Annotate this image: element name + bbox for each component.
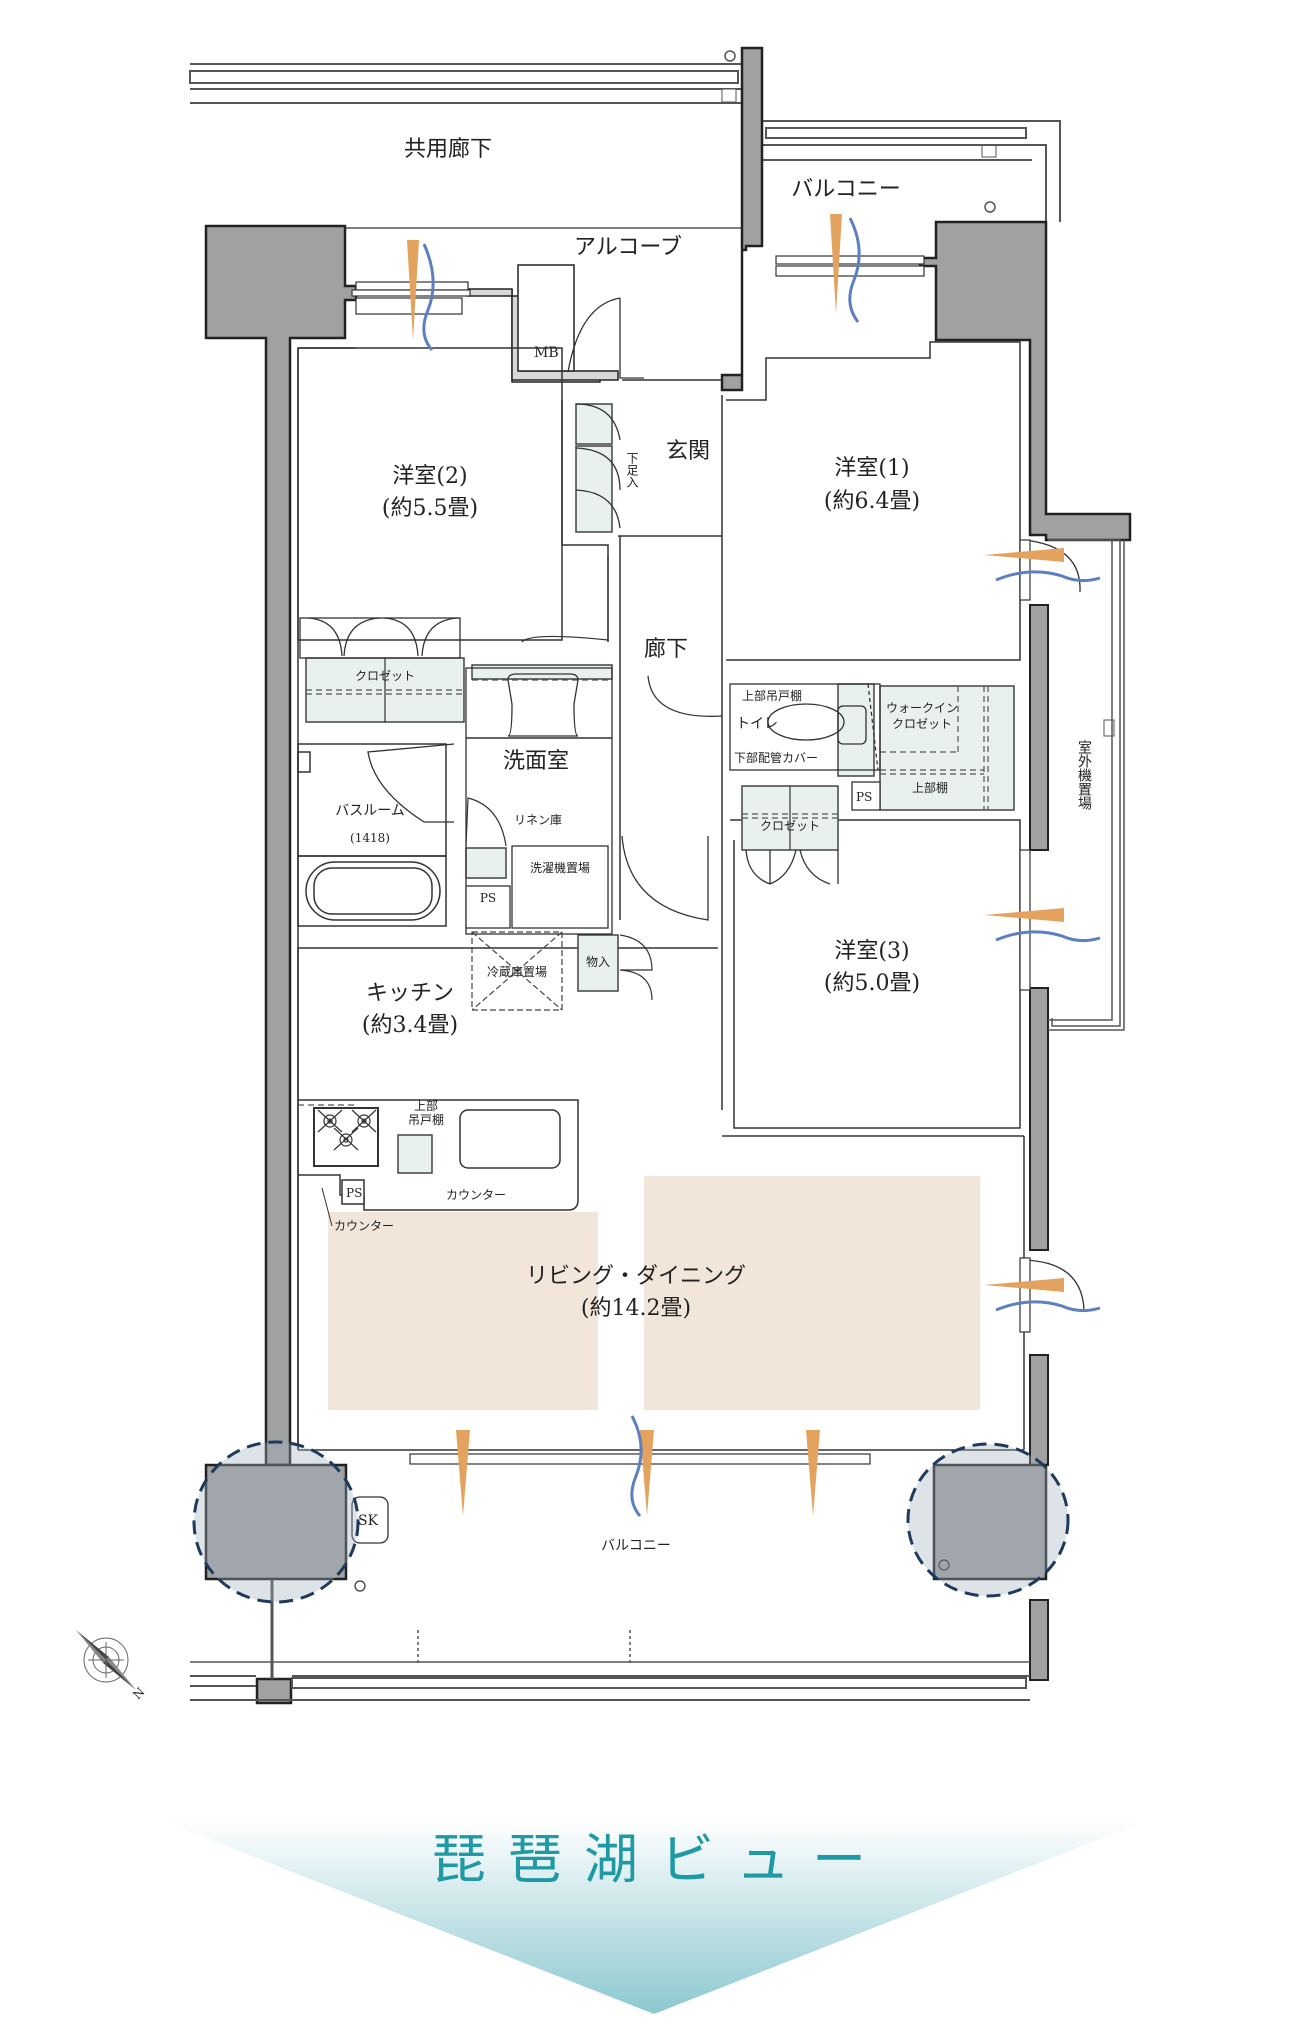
south-balcony-label: バルコニー xyxy=(601,1538,671,1554)
alcove-label: アルコーブ xyxy=(574,235,682,260)
ps-washroom xyxy=(465,885,511,929)
fridge-label: 冷蔵庫置場 xyxy=(487,965,547,979)
door-swings xyxy=(521,297,1085,1311)
toilet-label: トイレ xyxy=(736,716,778,732)
washer-area xyxy=(511,845,609,929)
room-size-bedroom1: (約6.4畳) xyxy=(824,489,920,514)
sk-label: SK xyxy=(358,1513,379,1529)
shoe-box-upper xyxy=(575,403,613,445)
room-size-bedroom3: (約5.0畳) xyxy=(824,971,920,996)
linen-cabinet xyxy=(465,847,507,879)
north-balcony-railing xyxy=(762,120,1061,222)
counter-leader-label: カウンター xyxy=(334,1219,394,1233)
storage-small-label: 物入 xyxy=(586,955,610,969)
washer-label: 洗濯機置場 xyxy=(530,860,590,875)
stove-burners-icon xyxy=(317,1109,377,1151)
toilet-upper-cabinet-label: 上部吊戸棚 xyxy=(742,688,802,703)
hallway-label: 廊下 xyxy=(644,637,688,662)
kitchen-upper-cabinet xyxy=(397,1134,433,1174)
storage-door-swing xyxy=(619,934,653,1001)
walk-in-closet xyxy=(879,685,1015,811)
room-name-kitchen: キッチン xyxy=(366,981,454,1006)
closet-bedroom2-label: クロゼット xyxy=(355,669,415,683)
entrance-label: 玄関 xyxy=(666,439,710,464)
ps-kitchen xyxy=(341,1179,365,1205)
toilet-upper-cabinet xyxy=(837,683,875,777)
south-balcony xyxy=(190,1580,1030,1701)
washroom-counter xyxy=(471,664,613,680)
mb-box xyxy=(517,264,575,372)
closet-doors-bedroom2 xyxy=(299,617,461,659)
common-corridor-label: 共用廊下 xyxy=(404,137,492,162)
room-name-bedroom1: 洋室(1) xyxy=(834,456,909,481)
sk-sink xyxy=(351,1496,389,1544)
compass-rose-icon xyxy=(76,1630,136,1690)
bathroom-size-label: (1418) xyxy=(350,831,390,845)
storage-small xyxy=(577,934,619,992)
walk-in-closet-label-1: ウォークイン xyxy=(886,701,958,715)
wind-arrows-icon xyxy=(422,217,1101,1517)
sunlight-arrows-icon xyxy=(407,214,1064,1516)
mb-casing xyxy=(466,288,619,381)
kitchen-upper-cabinet-label-1: 上部 xyxy=(414,1098,438,1113)
common-corridor-railing xyxy=(189,50,742,229)
mb-label: MB xyxy=(534,345,559,361)
pillar-highlight xyxy=(192,1440,1070,1604)
outdoor-unit-area xyxy=(1048,539,1125,1031)
fridge-area xyxy=(471,931,563,1011)
ldk-floor xyxy=(328,1176,980,1410)
bathtub xyxy=(297,743,447,927)
walk-in-closet-label-2: クロゼット xyxy=(892,717,952,731)
ps-washroom-label: PS xyxy=(480,891,496,905)
room-size-kitchen: (約3.4畳) xyxy=(362,1013,458,1038)
outdoor-unit-area-label: 室外機置場 xyxy=(1076,739,1092,810)
toilet-fixture xyxy=(729,683,881,771)
bathroom-door-swing xyxy=(367,743,455,823)
ps-kitchen-label: PS xyxy=(346,1186,362,1200)
room-name-bedroom2: 洋室(2) xyxy=(392,464,467,489)
room-size-living-dining: (約14.2畳) xyxy=(581,1296,691,1321)
closet-doors-bedroom3 xyxy=(745,849,839,885)
ps-toilet-label: PS xyxy=(856,790,872,804)
washroom-label: 洗面室 xyxy=(503,749,569,774)
view-banner-title: 琵琶湖ビュー xyxy=(432,1828,888,1891)
room-name-living-dining: リビング・ダイニング xyxy=(526,1264,746,1289)
bathroom-label: バスルーム xyxy=(335,803,405,819)
view-direction-arrow xyxy=(160,1820,1148,2014)
linen-label: リネン庫 xyxy=(514,813,562,827)
north-balcony-label: バルコニー xyxy=(791,177,901,202)
room-name-bedroom3: 洋室(3) xyxy=(834,939,909,964)
room-size-bedroom2: (約5.5畳) xyxy=(382,496,478,521)
upper-shelf-label: 上部棚 xyxy=(912,780,948,795)
counter-label: カウンター xyxy=(446,1188,506,1202)
shoe-box-label: 下足入 xyxy=(625,452,639,488)
ps-toilet xyxy=(851,781,881,811)
kitchen-counter xyxy=(298,1099,579,1211)
shoe-box-lower xyxy=(575,445,613,533)
pipe-cover-label: 下部配管カバー xyxy=(734,750,818,765)
linen-door-swing xyxy=(465,797,507,847)
closet-bedroom3-label: クロゼット xyxy=(760,819,820,833)
kitchen-upper-cabinet-label-2: 吊戸棚 xyxy=(408,1112,444,1127)
structural-walls xyxy=(204,46,1132,1705)
